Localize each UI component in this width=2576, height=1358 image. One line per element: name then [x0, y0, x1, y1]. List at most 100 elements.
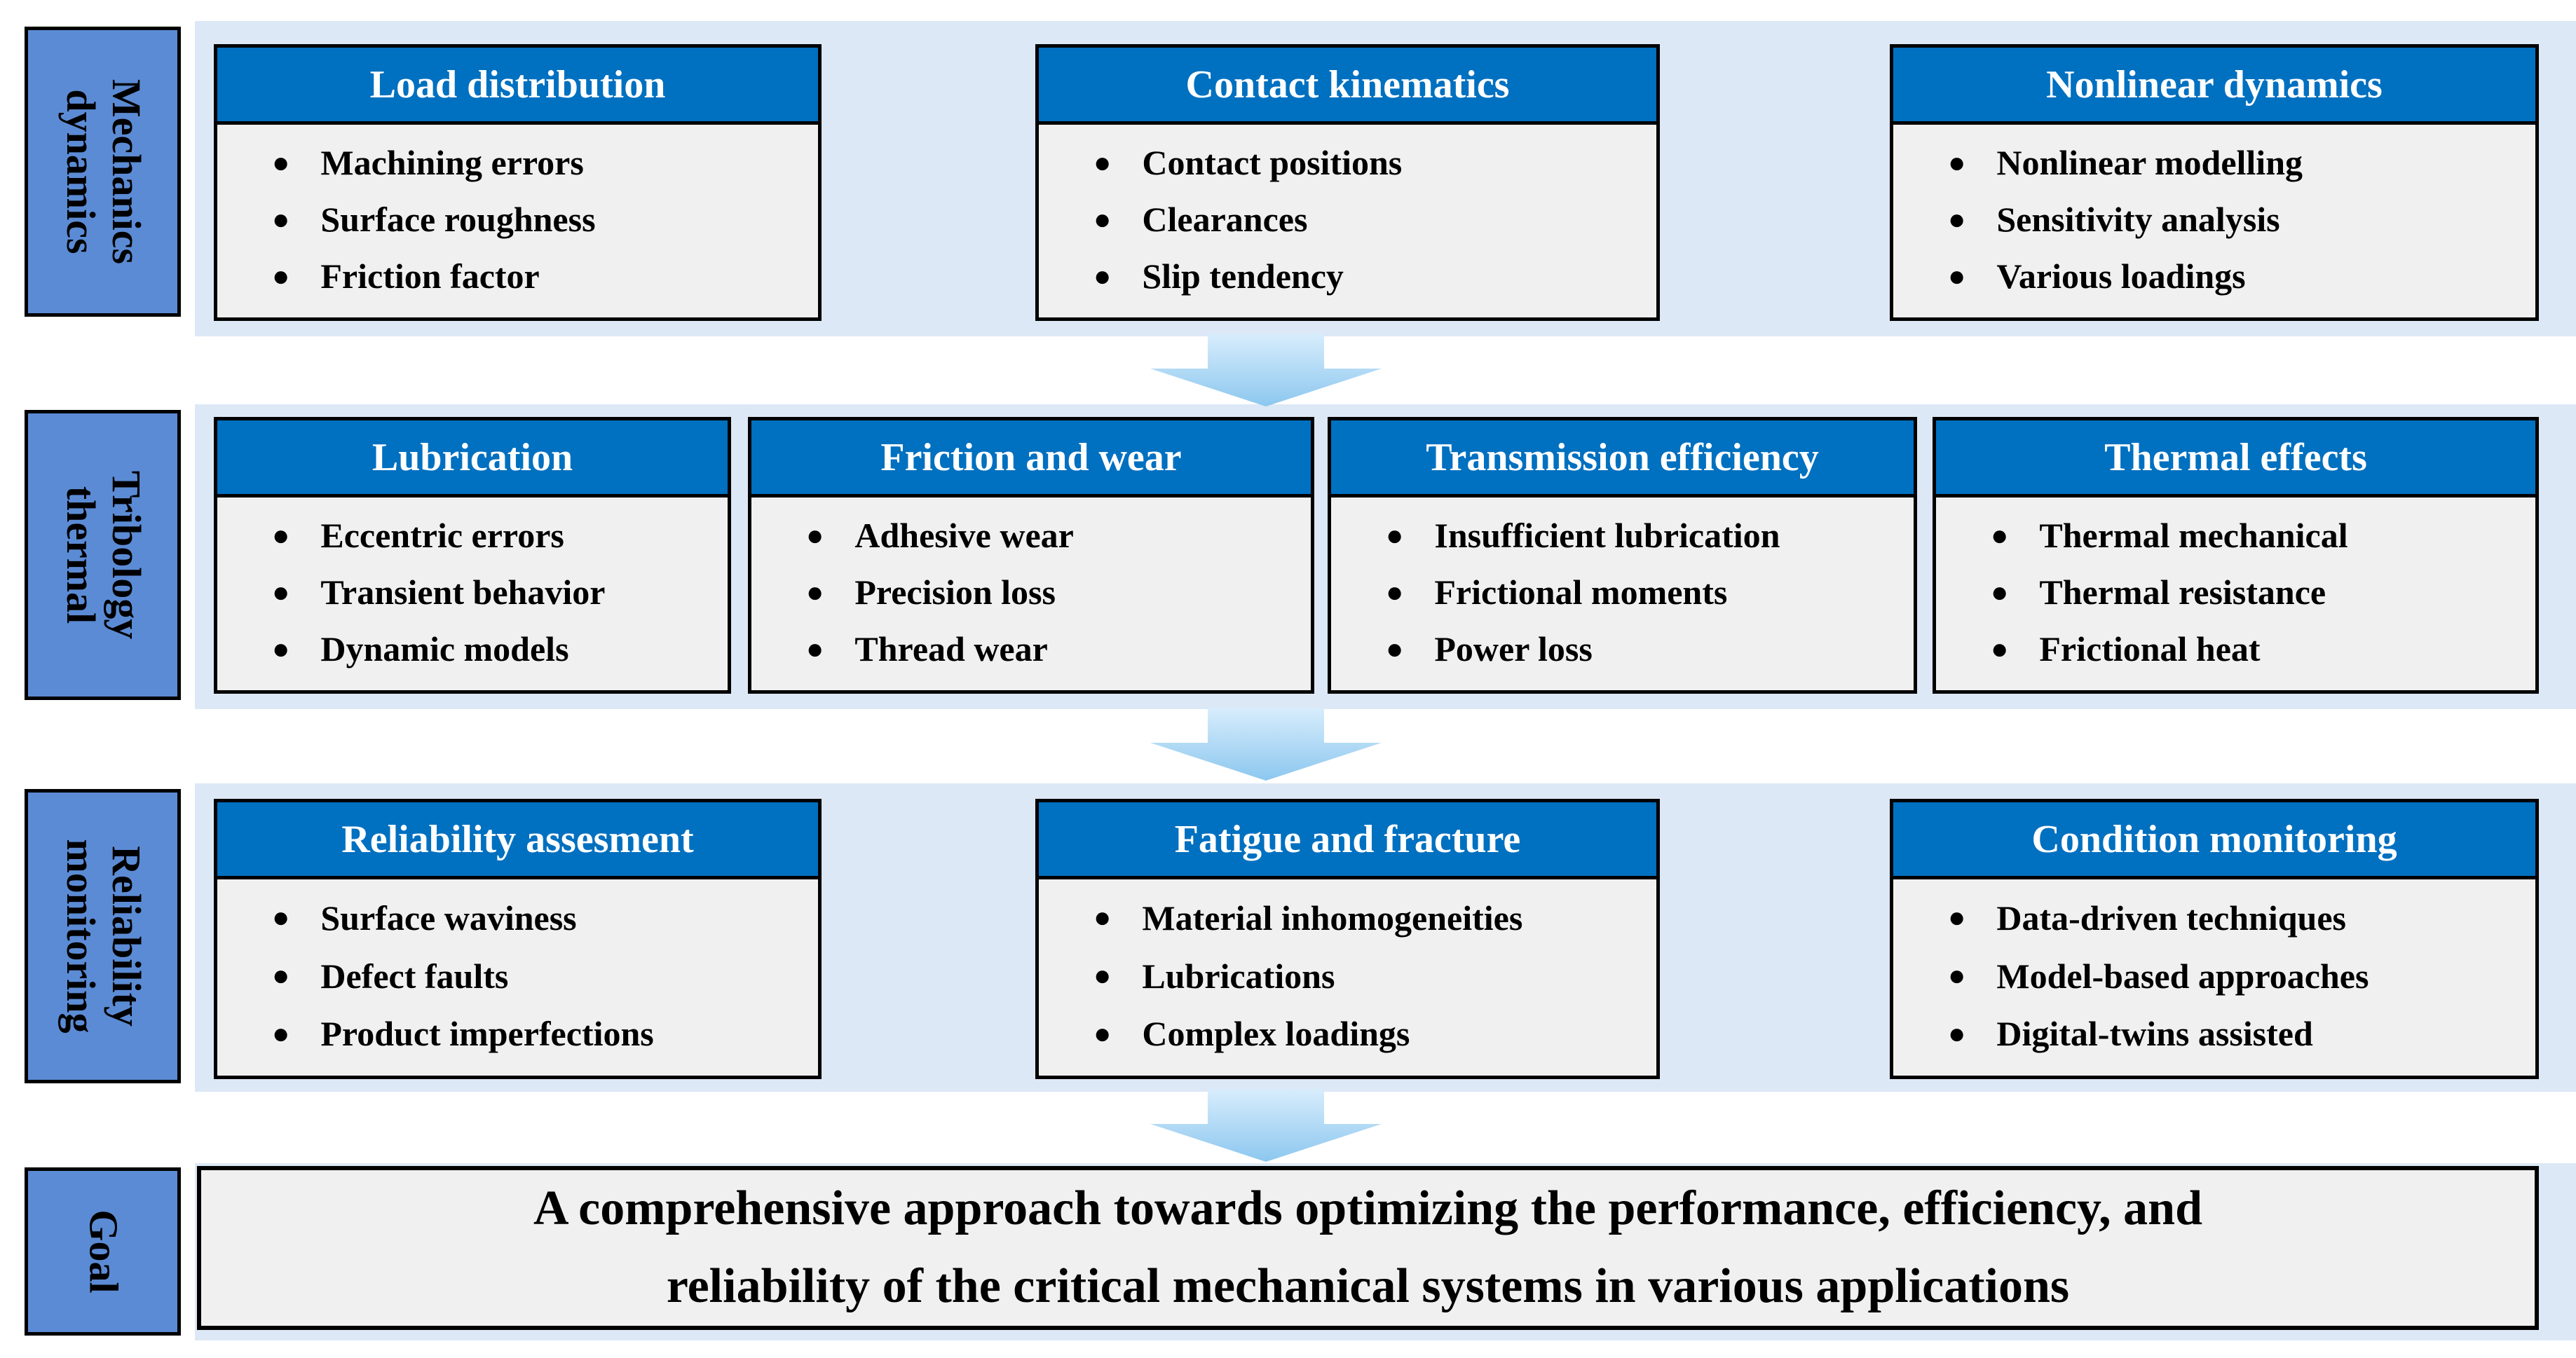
item-text: Clearances [1142, 200, 1308, 240]
item-text: Thermal resistance [2039, 572, 2326, 612]
row-label-goal: Goal [25, 1167, 181, 1336]
list-item: ●Machining errors [272, 144, 804, 181]
topic-box-contact-kinematics: Contact kinematics ● Contact positions ● C… [1035, 44, 1660, 321]
box-title: Lubrication [372, 435, 573, 479]
down-arrow-icon [1150, 708, 1382, 781]
item-text: Sensitivity analysis [1996, 200, 2280, 240]
list-item: ●Precision loss [806, 574, 1297, 611]
list-item: ●Insufficient lubrication [1386, 517, 1900, 554]
bullet-icon: ● [1948, 260, 1966, 293]
topic-box-nonlinear-dynamics: Nonlinear dynamics ●Nonlinear modelling … [1890, 44, 2539, 321]
bullet-icon: ● [1948, 146, 1966, 179]
label-line: monitoring [57, 839, 104, 1034]
topic-box-reliability-assesment: Reliability assesment ● Surface waviness … [214, 799, 822, 1079]
bullet-icon: ● [272, 203, 290, 236]
box-items: ●Material inhomogeneities ●Lubrications … [1039, 879, 1656, 1076]
item-text: Product imperfections [320, 1014, 654, 1054]
bullet-icon: ● [272, 633, 290, 666]
bullet-icon: ● [1093, 203, 1112, 236]
item-text: Precision loss [854, 572, 1056, 612]
bullet-icon: ● [1386, 576, 1404, 609]
item-text: Adhesive wear [854, 516, 1074, 556]
list-item: ●Power loss [1386, 631, 1900, 668]
box-header: Load distribution [217, 48, 818, 125]
bullet-icon: ● [1386, 633, 1404, 666]
item-text: Thread wear [854, 629, 1048, 669]
item-text: Friction factor [320, 256, 540, 296]
bullet-icon: ● [272, 902, 290, 935]
item-text: Eccentric errors [320, 516, 564, 556]
box-title: Nonlinear dynamics [2046, 62, 2383, 107]
item-text: Various loadings [1996, 256, 2246, 296]
item-text: Material inhomogeneities [1142, 898, 1523, 938]
box-header: Reliability assesment [217, 802, 818, 879]
row-label-tribology-thermal: Tribology thermal [25, 410, 181, 700]
box-items: ●Insufficient lubrication ● Frictional mo… [1331, 498, 1914, 690]
box-header: Transmission efficiency [1331, 420, 1914, 498]
box-items: ● Eccentric errors ● Transient behavior ●D… [217, 498, 728, 690]
bullet-icon: ● [272, 1017, 290, 1050]
list-item: ●Frictional heat [1991, 631, 2521, 668]
list-item: ●Thermal resistance [1991, 574, 2521, 611]
topic-box-thermal-effects: Thermal effects ●Thermal mechanical ●The… [1933, 417, 2539, 694]
bullet-icon: ● [272, 519, 290, 552]
bullet-icon: ● [272, 260, 290, 293]
topic-box-condition-monitoring: Condition monitoring ●Data-driven techni… [1890, 799, 2539, 1079]
list-item: ● Defect faults [272, 958, 804, 995]
label-line: Reliability [103, 846, 149, 1027]
bullet-icon: ● [1093, 1017, 1112, 1050]
row-label-text: Mechanics dynamics [57, 79, 149, 264]
goal-text-line: reliability of the critical mechanical s… [666, 1259, 2070, 1313]
list-item: ●Dynamic models [272, 631, 714, 668]
bullet-icon: ● [806, 633, 824, 666]
list-item: ● Surface roughness [272, 201, 804, 238]
list-item: ● Transient behavior [272, 574, 714, 611]
item-text: Contact positions [1142, 143, 1403, 183]
item-text: Nonlinear modelling [1996, 143, 2303, 183]
bullet-icon: ● [272, 576, 290, 609]
box-header: Condition monitoring [1893, 802, 2535, 879]
list-item: ● Eccentric errors [272, 517, 714, 554]
box-header: Nonlinear dynamics [1893, 48, 2535, 125]
box-items: ● Surface waviness ● Defect faults ● Produc… [217, 879, 818, 1076]
topic-box-fatigue-and-fracture: Fatigue and fracture ●Material inhomogen… [1035, 799, 1660, 1079]
item-text: Data-driven techniques [1996, 898, 2346, 938]
item-text: Surface waviness [320, 898, 577, 938]
item-text: Slip tendency [1142, 256, 1344, 296]
list-item: ● Various loadings [1948, 258, 2521, 295]
row-label-mechanics-dynamics: Mechanics dynamics [25, 27, 181, 317]
bullet-icon: ● [272, 959, 290, 992]
list-item: ●Material inhomogeneities [1093, 900, 1642, 937]
goal-text-line: A comprehensive approach towards optimiz… [533, 1181, 2203, 1236]
box-header: Fatigue and fracture [1039, 802, 1656, 879]
list-item: ● Clearances [1093, 201, 1642, 238]
bullet-icon: ● [272, 146, 290, 179]
box-title: Condition monitoring [2031, 817, 2397, 861]
box-header: Friction and wear [751, 420, 1311, 498]
box-items: ●Data-driven techniques ●Model-based app… [1893, 879, 2535, 1076]
item-text: Model-based approaches [1996, 956, 2369, 996]
list-item: ●Adhesive wear [806, 517, 1297, 554]
box-title: Friction and wear [880, 435, 1182, 479]
row-label-text: Goal [80, 1209, 126, 1293]
bullet-icon: ● [1991, 633, 2009, 666]
box-title: Reliability assesment [341, 817, 694, 861]
list-item: ●Data-driven techniques [1948, 900, 2521, 937]
topic-box-friction-and-wear: Friction and wear ●Adhesive wear ●Precis… [748, 417, 1314, 694]
list-item: ● Slip tendency [1093, 258, 1642, 295]
item-text: Defect faults [320, 956, 509, 996]
box-items: ●Thermal mechanical ●Thermal resistance … [1936, 498, 2535, 690]
item-text: Frictional moments [1434, 572, 1728, 612]
item-text: Lubrications [1142, 956, 1335, 996]
bullet-icon: ● [1093, 260, 1112, 293]
row-label-text: Reliability monitoring [57, 839, 149, 1033]
box-items: ● Contact positions ● Clearances ● Slip ten… [1039, 125, 1656, 317]
item-text: Transient behavior [320, 572, 606, 612]
box-header: Contact kinematics [1039, 48, 1656, 125]
box-title: Contact kinematics [1185, 62, 1510, 107]
box-items: ●Machining errors ● Surface roughness ● Fr… [217, 125, 818, 317]
item-text: Surface roughness [320, 200, 596, 240]
box-header: Thermal effects [1936, 420, 2535, 498]
bullet-icon: ● [1093, 959, 1112, 992]
